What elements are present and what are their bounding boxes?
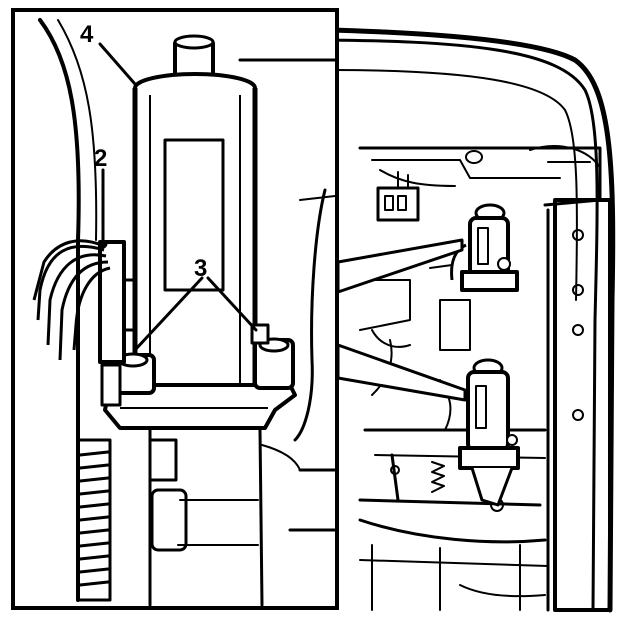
detail-pointers: [336, 238, 467, 402]
corrugated-hose: [76, 438, 112, 602]
wire-harness-connector: [32, 239, 135, 407]
solenoid-lower-small: [458, 358, 520, 507]
callout-label-2: 2: [94, 145, 107, 172]
wire-bundle: [32, 239, 111, 361]
callout-label-3: 3: [194, 255, 207, 282]
engine-bay-background: [37, 25, 616, 613]
callout-leaders: [98, 42, 258, 352]
actuator-cylinder: [132, 34, 258, 393]
solenoid-upper-small: [450, 203, 519, 292]
inset-background-parts: [38, 18, 339, 607]
callout-label-4: 4: [80, 21, 94, 48]
